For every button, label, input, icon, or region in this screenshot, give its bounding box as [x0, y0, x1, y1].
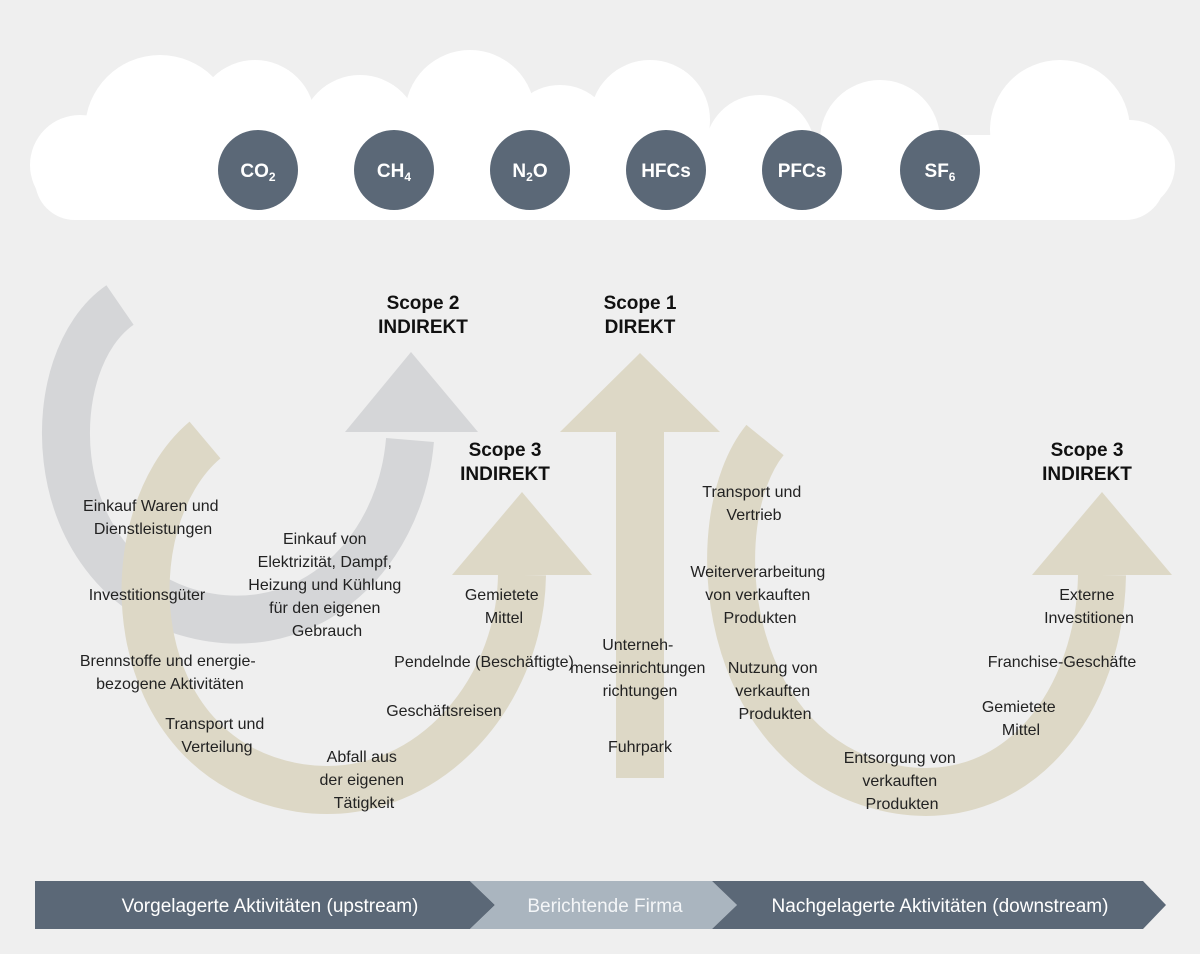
downstream-segment [712, 881, 1166, 929]
scope1-subtitle: DIREKT [605, 317, 676, 338]
gas-label-hfcs: HFCs [641, 161, 691, 182]
scope2-subtitle: INDIREKT [378, 317, 468, 338]
scope2-activity-labels: Einkauf von Elektrizität, Dampf, Heizung… [248, 531, 405, 640]
activity-purchased-energy: Einkauf von Elektrizität, Dampf, Heizung… [248, 531, 405, 640]
gas-circle-co2 [218, 130, 298, 210]
scope3-downstream-arrow [707, 424, 1172, 816]
gas-circle-hfcs [626, 130, 706, 210]
scope2-title: Scope 2 [387, 293, 460, 314]
scope1-activity-labels: Unterneh- menseinrichtungen richtungen F… [570, 637, 710, 756]
downstream-activity-labels: Transport und Vertrieb Weiterverarbeitun… [690, 484, 1136, 813]
activity-fleet: Fuhrpark [608, 739, 673, 756]
scope3-left-title: Scope 3 [469, 440, 542, 461]
gas-circle-pfcs [762, 130, 842, 210]
gas-circle-n2o [490, 130, 570, 210]
downstream-label: Nachgelagerte Aktivitäten (downstream) [772, 896, 1109, 917]
value-chain-bar: Vorgelagerte Aktivitäten (upstream) Beri… [35, 881, 1166, 929]
activity-investments: Externe Investitionen [1044, 587, 1134, 627]
scope3-left-subtitle: INDIREKT [460, 464, 550, 485]
gas-circle-ch4 [354, 130, 434, 210]
activity-upstream-leased-assets: Gemietete Mittel [465, 587, 543, 627]
activity-use-sold-products: Nutzung von verkauften Produkten [728, 660, 822, 723]
activity-end-of-life: Entsorgung von verkauften Produkten [844, 750, 961, 813]
activity-fuel-energy: Brennstoffe und energie- bezogene Aktivi… [80, 653, 260, 693]
reporting-company-label: Berichtende Firma [527, 896, 683, 917]
activity-business-travel: Geschäftsreisen [386, 703, 502, 720]
scope2-arrow [42, 285, 478, 644]
gas-circle-sf6 [900, 130, 980, 210]
activity-commuting: Pendelnde (Beschäftigte) [394, 654, 574, 671]
gas-label-sf6: SF6 [925, 161, 956, 184]
gas-circles: CO2 CH4 N2O HFCs PFCs SF6 [218, 130, 980, 210]
upstream-segment [35, 881, 495, 929]
reporting-company-segment [470, 881, 737, 929]
activity-processing-sold-products: Weiterverarbeitung von verkauften Produk… [690, 564, 829, 627]
activity-franchises: Franchise-Geschäfte [988, 654, 1137, 671]
scope3-right-subtitle: INDIREKT [1042, 464, 1132, 485]
gas-label-co2: CO2 [240, 161, 276, 184]
gas-label-ch4: CH4 [377, 161, 411, 184]
scope3-upstream-arrow [121, 421, 592, 814]
activity-upstream-transport: Transport und Verteilung [165, 716, 268, 756]
gas-label-pfcs: PFCs [778, 161, 827, 182]
scope1-arrow [560, 353, 720, 778]
activity-waste: Abfall aus der eigenen Tätigkeit [320, 749, 409, 812]
activity-purchased-goods: Einkauf Waren und Dienstleistungen [83, 498, 223, 538]
activity-capital-goods: Investitionsgüter [89, 587, 206, 604]
scope3-right-title: Scope 3 [1051, 440, 1124, 461]
activity-downstream-leased-assets: Gemietete Mittel [982, 699, 1060, 739]
gas-label-n2o: N2O [512, 161, 547, 184]
activity-downstream-transport: Transport und Vertrieb [702, 484, 805, 524]
scope1-title: Scope 1 [604, 293, 677, 314]
scope-titles: Scope 2 INDIREKT Scope 1 DIREKT Scope 3 … [378, 293, 1132, 485]
activity-company-facilities: Unterneh- menseinrichtungen richtungen [570, 637, 710, 700]
upstream-label: Vorgelagerte Aktivitäten (upstream) [122, 896, 419, 917]
cloud-band [30, 50, 1175, 220]
upstream-activity-labels: Einkauf Waren und Dienstleistungen Inves… [80, 498, 574, 812]
